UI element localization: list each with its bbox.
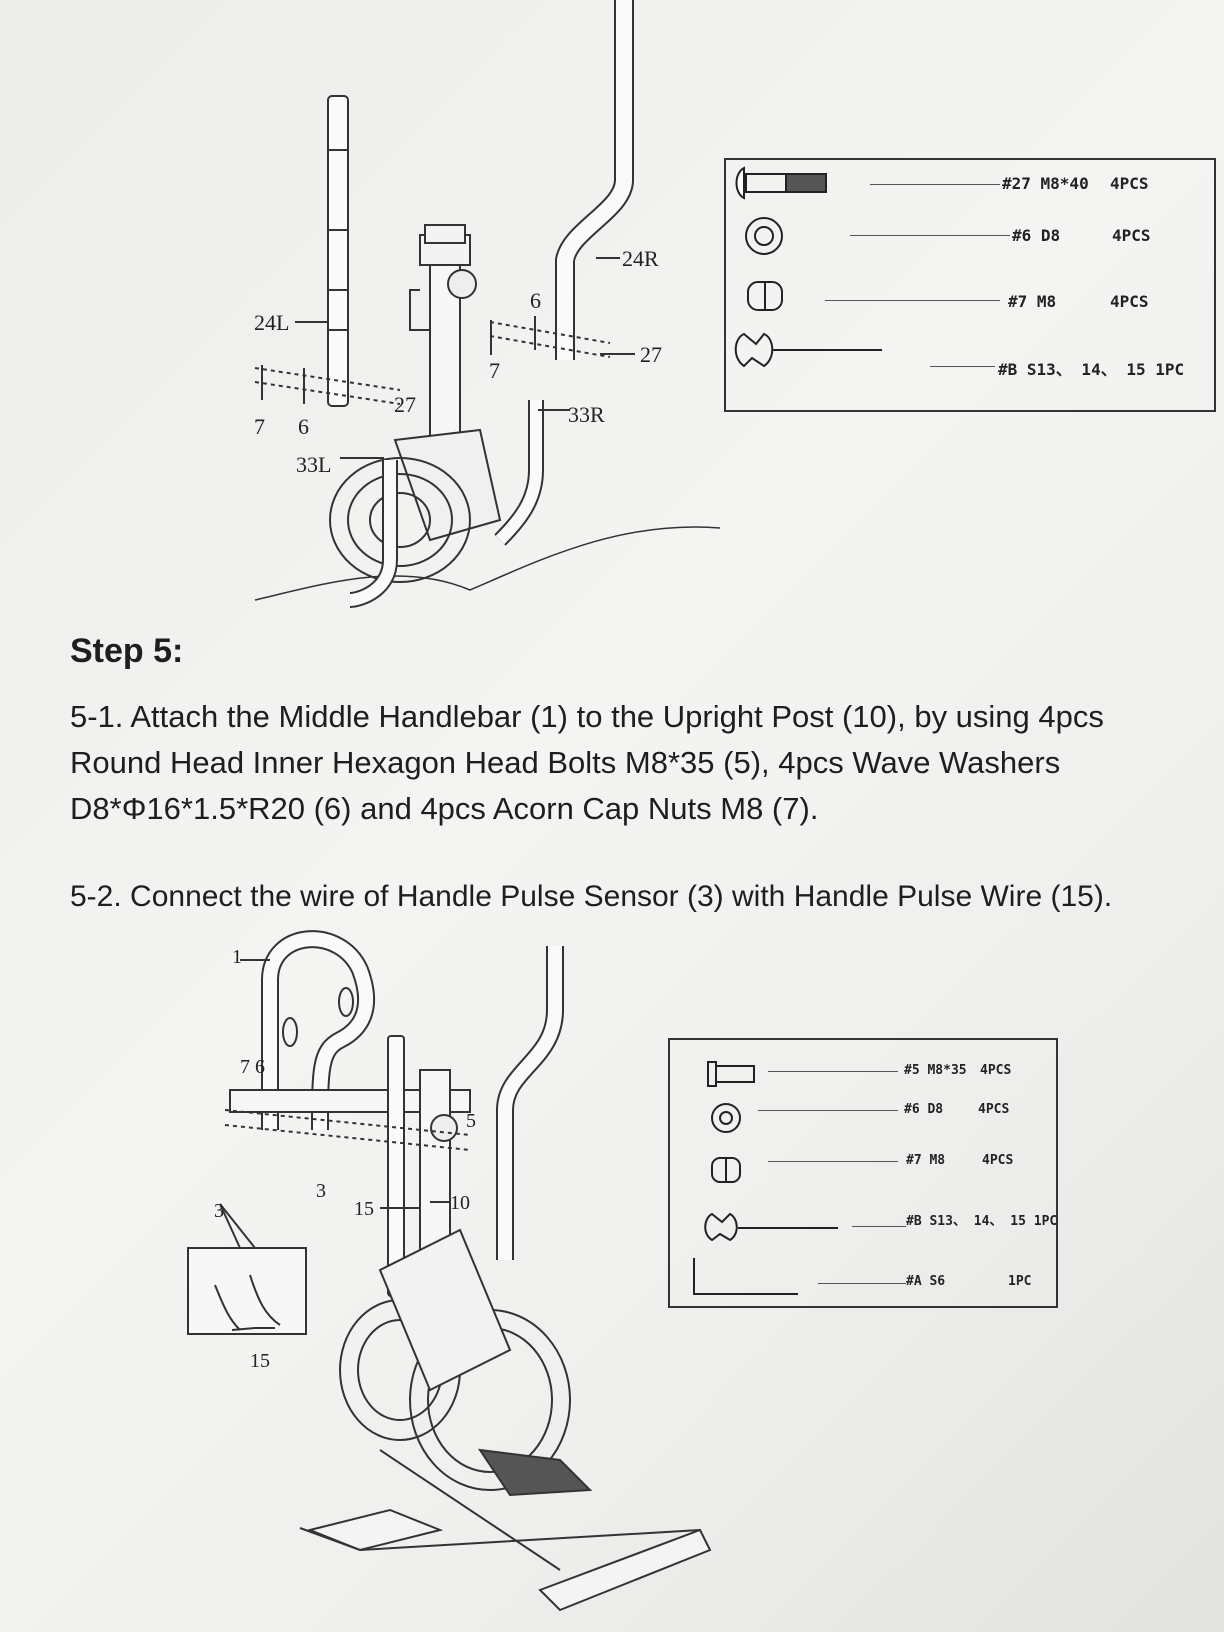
part-label-6: 6 [530, 288, 541, 313]
hardware-qty: 4PCS [1110, 292, 1149, 311]
hardware-name: #A S6 [906, 1274, 946, 1289]
bolt-icon [735, 166, 745, 200]
part-label-27: 27 [640, 342, 662, 367]
part-label-15: 15 [354, 1198, 374, 1220]
part-label-1: 1 [232, 946, 242, 968]
step-5-1-line-3: D8*Φ16*1.5*R20 (6) and 4pcs Acorn Cap Nu… [70, 791, 819, 826]
part-label-33R: 33R [568, 402, 605, 427]
washer-icon [711, 1103, 741, 1133]
upper-hardware-icons [734, 166, 882, 368]
hardware-name: #B S13、 14、 15 1PC [906, 1214, 1058, 1229]
hardware-name: #5 M8*35 [904, 1063, 967, 1078]
part-label-27: 27 [394, 392, 416, 417]
hardware-qty: 4PCS [1110, 174, 1149, 193]
hardware-name: #7 M8 [906, 1153, 946, 1168]
part-label-33L: 33L [296, 452, 332, 477]
hex-key-icon [693, 1258, 798, 1295]
lower-assembly-diagram [187, 930, 712, 1612]
step-5-1-line-1: 5-1. Attach the Middle Handlebar (1) to … [70, 699, 1104, 734]
part-label-5: 5 [466, 1110, 476, 1132]
bolt-shank-icon [745, 173, 787, 193]
hardware-name: #7 M8 [1008, 292, 1057, 311]
hardware-qty: 1PC [1008, 1274, 1032, 1289]
step-5-2: 5-2. Connect the wire of Handle Pulse Se… [70, 880, 1113, 913]
part-label-24L: 24L [254, 310, 290, 335]
wrench-icon [734, 332, 774, 368]
lower-hardware-box [668, 1038, 1058, 1308]
hardware-qty: 4PCS [978, 1102, 1010, 1117]
hardware-qty: 4PCS [980, 1063, 1012, 1078]
part-label-10: 10 [450, 1192, 470, 1214]
part-label-6: 6 [298, 414, 309, 439]
part-label-3: 3 [214, 1200, 224, 1222]
upper-assembly-diagram [254, 0, 721, 608]
hardware-name: #6 D8 [1012, 226, 1061, 245]
part-label-7: 7 [254, 414, 265, 439]
lower-hardware-icons [693, 1061, 838, 1295]
hardware-name: #6 D8 [904, 1102, 944, 1117]
wrench-icon [704, 1212, 738, 1242]
part-label-3: 3 [316, 1180, 326, 1202]
part-label-24R: 24R [622, 246, 659, 271]
bolt-icon [707, 1061, 717, 1087]
step-title: Step 5: [70, 632, 184, 670]
upper-hardware-box [724, 158, 1216, 412]
part-label-7: 7 [489, 358, 500, 383]
part-label-7-6: 7 6 [240, 1056, 265, 1078]
hardware-qty: 4PCS [1112, 226, 1151, 245]
washer-icon [745, 217, 783, 255]
hardware-qty: 4PCS [982, 1153, 1014, 1168]
part-label-15: 15 [250, 1350, 270, 1372]
hardware-name: #B S13、 14、 15 1PC [998, 360, 1185, 379]
hardware-name: #27 M8*40 [1002, 174, 1089, 193]
step-5-1-line-2: Round Head Inner Hexagon Head Bolts M8*3… [70, 745, 1061, 780]
